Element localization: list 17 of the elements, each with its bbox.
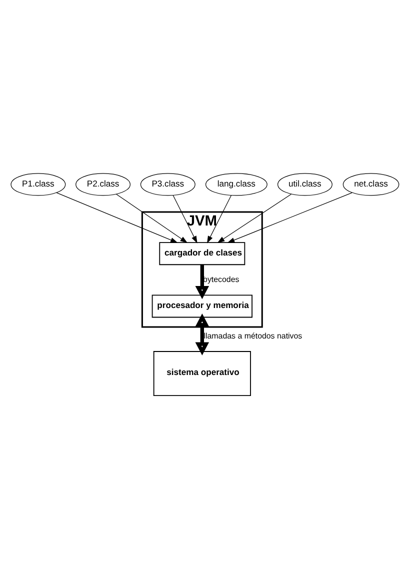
node-ellipse: net.class	[342, 173, 400, 196]
node-box: cargador de clases	[159, 242, 246, 266]
arrow	[207, 195, 232, 244]
arrow	[227, 192, 352, 243]
node-ellipse: P2.class	[76, 173, 130, 196]
arrow	[172, 195, 198, 244]
node-ellipse: util.class	[277, 173, 332, 196]
arrow	[56, 192, 178, 243]
node-ellipse: P3.class	[140, 173, 196, 196]
node-box: procesador y memoria	[152, 294, 252, 318]
node-box: sistema operativo	[153, 351, 251, 396]
arrow	[195, 264, 210, 300]
arrow	[195, 314, 210, 356]
arrow	[217, 194, 292, 243]
arrow	[116, 194, 188, 243]
node-ellipse: P1.class	[10, 173, 66, 196]
node-ellipse: lang.class	[205, 173, 268, 196]
